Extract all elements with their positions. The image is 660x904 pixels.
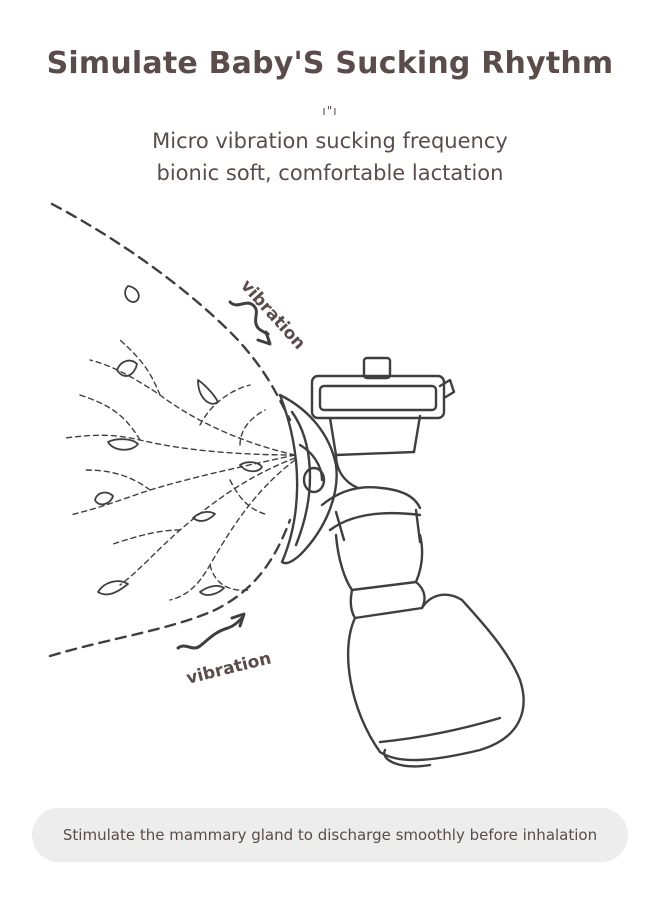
page-title: Simulate Baby'S Sucking Rhythm	[46, 46, 614, 81]
vibration-label-bottom: vibration	[184, 648, 273, 688]
pump-connector	[320, 486, 422, 544]
caption-text: Stimulate the mammary gland to discharge…	[62, 826, 598, 844]
milk-drops	[94, 285, 263, 596]
pump-flange	[278, 393, 338, 565]
milk-ducts	[64, 339, 296, 601]
breast-outline-bottom	[48, 518, 292, 658]
vibration-arrow-top	[228, 300, 272, 346]
pump-motor-head	[310, 356, 456, 490]
vibration-arrow-bottom	[176, 612, 246, 650]
breast-pump-illustration: vibration vibration	[48, 202, 525, 768]
breast-outline-top	[50, 202, 292, 422]
divider-mark: ı"ı	[322, 104, 338, 118]
milk-bottle	[334, 533, 525, 768]
subtitle-line-2: bionic soft, comfortable lactation	[156, 161, 504, 185]
subtitle-line-1: Micro vibration sucking frequency	[152, 129, 508, 153]
caption-pill: Stimulate the mammary gland to discharge…	[32, 808, 628, 862]
vibration-label-top: vibration	[236, 276, 309, 354]
